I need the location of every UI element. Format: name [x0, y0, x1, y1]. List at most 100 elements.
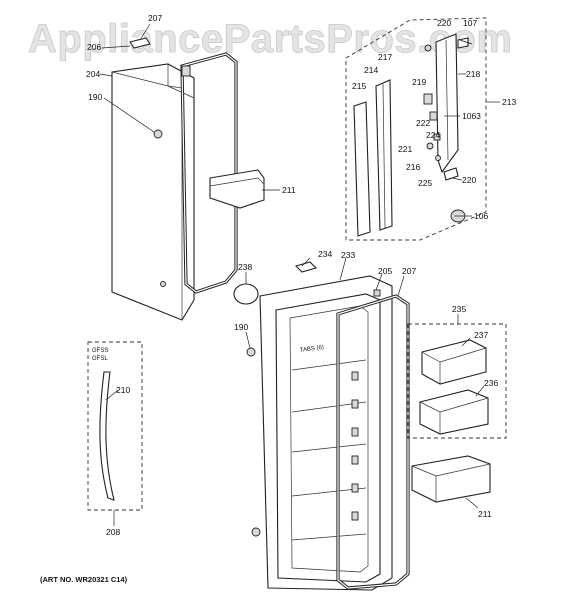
- tab-6: [351, 511, 359, 521]
- leader-233: [339, 257, 347, 281]
- callout-222: 222: [416, 118, 430, 128]
- lower-door-assembly: TABS (6): [233, 261, 410, 591]
- callout-225: 225: [418, 178, 432, 188]
- screw-220-top: [424, 44, 432, 52]
- callout-220-bottom: 220: [462, 175, 476, 185]
- leader-190b: [245, 331, 251, 349]
- leader-207a: [139, 23, 151, 41]
- upper-door-assembly: [111, 37, 265, 321]
- door-handle-210: [99, 371, 115, 501]
- callout-190-lower: 190: [234, 322, 248, 332]
- leader-207b: [397, 275, 405, 297]
- leader-234: [301, 257, 311, 267]
- handle-label-gfsl: GFSL: [92, 356, 108, 362]
- handle-box: [87, 341, 143, 511]
- bin-cover-237: [421, 339, 487, 385]
- callout-224: 224: [426, 130, 440, 140]
- callout-190-upper: 190: [88, 92, 102, 102]
- assembly-boundary: [345, 17, 487, 241]
- callout-219: 219: [412, 77, 426, 87]
- callout-217: 217: [378, 52, 392, 62]
- callout-218: 218: [466, 69, 480, 79]
- cap-234: [294, 261, 318, 273]
- callout-207-lower: 207: [402, 266, 416, 276]
- callout-213: 213: [502, 97, 516, 107]
- leader-204: [99, 73, 113, 77]
- art-number-caption: (ART NO. WR20321 C14): [40, 575, 128, 584]
- shelf-rib-1: [291, 359, 367, 371]
- leader-190a: [103, 97, 155, 133]
- callout-106: 106: [474, 211, 488, 221]
- callout-211-lower: 211: [478, 509, 492, 519]
- bin-236-edges: [419, 397, 489, 434]
- callout-206: 206: [87, 42, 101, 52]
- callout-207-upper: 207: [148, 13, 162, 23]
- rail-214-line: [382, 83, 386, 229]
- handle-group: GFSS GFSL: [87, 341, 143, 511]
- bracket-222: [429, 111, 438, 121]
- lower-door-liner: [275, 293, 381, 583]
- bin-236: [419, 389, 489, 435]
- callout-204: 204: [86, 69, 100, 79]
- screw-221: [426, 142, 434, 150]
- tab-2: [351, 399, 359, 409]
- hinge-pin-lower: [251, 527, 261, 537]
- callout-221: 221: [398, 144, 412, 154]
- callout-211-upper: 211: [282, 185, 296, 195]
- bin-211-edges: [411, 463, 491, 502]
- screw-190-upper: [153, 129, 163, 139]
- callout-233: 233: [341, 250, 355, 260]
- leader-220b: [451, 177, 463, 181]
- callout-1063: 1063: [462, 111, 481, 121]
- callout-214: 214: [364, 65, 378, 75]
- clip-224: [433, 133, 441, 141]
- clip-225: [443, 167, 459, 181]
- tab-5: [351, 483, 359, 493]
- leader-210: [105, 389, 119, 401]
- shelf-rib-5: [291, 533, 367, 541]
- callout-237: 237: [474, 330, 488, 340]
- shelf-rib-3: [291, 443, 367, 453]
- bin-group: [407, 323, 507, 503]
- leader-lines: [99, 23, 500, 526]
- bracket-219: [423, 93, 433, 105]
- leader-206: [101, 45, 131, 49]
- leader-107: [459, 39, 473, 45]
- upper-door-gasket-inner: [181, 53, 237, 293]
- disc-238: [233, 283, 259, 305]
- callout-236: 236: [484, 378, 498, 388]
- callout-216: 216: [406, 162, 420, 172]
- trim-strip-215: [353, 101, 371, 237]
- tab-1: [351, 371, 359, 381]
- tab-4: [351, 455, 359, 465]
- screw-216: [435, 155, 441, 161]
- lower-door-gasket-inner: [337, 295, 409, 589]
- channel-218-line: [445, 39, 449, 161]
- screw-190-lower: [246, 347, 256, 357]
- callout-205: 205: [378, 266, 392, 276]
- callout-235: 235: [452, 304, 466, 314]
- leader-237: [461, 337, 471, 347]
- hinge-cover: [181, 65, 191, 77]
- clip-205: [373, 289, 381, 297]
- bin-cover-edges: [421, 347, 487, 384]
- tabs-label: TABS (6): [299, 345, 324, 354]
- bin-group-box: [407, 323, 507, 439]
- callout-210: 210: [116, 385, 130, 395]
- callout-labels: 207 206 204 190 211 220 107 218 217 214 …: [86, 13, 516, 537]
- upper-bin-lip: [209, 177, 265, 187]
- upper-door-bin: [209, 169, 265, 209]
- tab-3: [351, 427, 359, 437]
- leader-205: [375, 273, 383, 291]
- callout-215: 215: [352, 81, 366, 91]
- callout-238: 238: [238, 262, 252, 272]
- upper-door-pin: [160, 281, 166, 287]
- handle-label-gfss: GFSS: [92, 348, 108, 354]
- callout-208: 208: [106, 527, 120, 537]
- upper-door-side: [111, 71, 183, 320]
- watermark-text: AppliancePartsPros.com: [28, 17, 513, 61]
- leader-236: [475, 385, 485, 397]
- bin-211: [411, 455, 491, 503]
